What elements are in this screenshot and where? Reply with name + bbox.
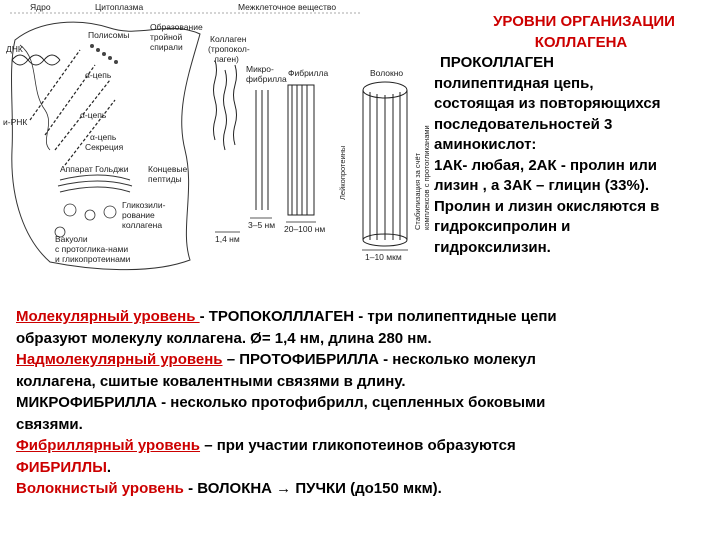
label-size-4: 1–10 мкм bbox=[365, 252, 402, 262]
svg-text:фибрилла: фибрилла bbox=[246, 74, 287, 84]
fibril bbox=[287, 84, 315, 216]
right-line: состоящая из повторяющихся bbox=[434, 95, 661, 112]
collagen-molecules bbox=[213, 59, 237, 151]
svg-text:тройной: тройной bbox=[150, 32, 183, 42]
svg-text:Вакуоли: Вакуоли bbox=[55, 234, 88, 244]
label-dna: ДНК bbox=[6, 44, 23, 54]
fibrous-level-label: Волокнистый уровень bbox=[16, 480, 184, 497]
label-secretion: Секреция bbox=[85, 142, 124, 152]
svg-text:лаген): лаген) bbox=[214, 54, 239, 64]
label-fibril: Фибрилла bbox=[288, 68, 328, 78]
label-fiber: Волокно bbox=[370, 68, 403, 78]
label-alpha-2: α-цепь bbox=[80, 110, 107, 120]
right-line: гидроксилизин. bbox=[434, 238, 551, 256]
molecular-level-text: - ТРОПОКОЛЛЛАГЕН - три полипептидные цеп… bbox=[199, 308, 557, 325]
label-size-2: 1,4 нм bbox=[215, 234, 240, 244]
collagen-synthesis-diagram: Ядро Цитоплазма Межклеточное вещество ДН… bbox=[0, 0, 432, 290]
label-nucleus: Ядро bbox=[30, 2, 51, 12]
period: . bbox=[106, 458, 112, 476]
right-line: гидроксипролин и bbox=[434, 218, 571, 235]
microfibril-line-1: МИКРОФИБРИЛЛА - несколько протофибрилл, … bbox=[16, 394, 546, 411]
label-rrna: и-РНК bbox=[3, 117, 27, 127]
fibrous-level-text: - ВОЛОКНА → ПУЧКИ (до150 мкм). bbox=[183, 480, 442, 497]
dna-helix bbox=[11, 54, 61, 66]
molecular-level-line-2: образуют молекулу коллагена. Ø= 1,4 нм, … bbox=[16, 329, 432, 347]
supramolecular-level-line-2: коллагена, сшитые ковалентными связями в… bbox=[16, 372, 406, 390]
vesicles bbox=[54, 203, 117, 238]
procollagen-heading: ПРОКОЛЛАГЕН bbox=[440, 54, 554, 71]
svg-text:и гликопротеинами: и гликопротеинами bbox=[55, 254, 131, 264]
label-alpha-1: α-цепь bbox=[85, 70, 112, 80]
svg-text:рование: рование bbox=[122, 210, 155, 220]
right-line: 1АК- любая, 2АК - пролин или bbox=[434, 156, 657, 174]
polysome-dots bbox=[90, 44, 118, 64]
supramolecular-level-line-1: Надмолекулярный уровень – ПРОТОФИБРИЛЛА … bbox=[16, 349, 716, 371]
label-leucoproteins: Лейкопротеины bbox=[338, 146, 347, 200]
fibrous-level-line: Волокнистый уровень - ВОЛОКНА → ПУЧКИ (д… bbox=[16, 478, 716, 500]
levels-description: Молекулярный уровень - ТРОПОКОЛЛЛАГЕН - … bbox=[16, 306, 716, 500]
supramolecular-level-label: Надмолекулярный уровень bbox=[16, 351, 223, 368]
svg-text:Гликозили-: Гликозили- bbox=[122, 200, 166, 210]
fibrils-word: ФИБРИЛЛЫ bbox=[16, 458, 107, 476]
right-text-column: УРОВНИ ОРГАНИЗАЦИИ КОЛЛАГЕНА ПРОКОЛЛАГЕН… bbox=[434, 12, 714, 258]
svg-text:(тропокол-: (тропокол- bbox=[208, 44, 250, 54]
right-line: аминокислот: bbox=[434, 136, 537, 153]
title-line-1: УРОВНИ ОРГАНИЗАЦИИ bbox=[493, 13, 675, 30]
supramolecular-level-text: – ПРОТОФИБРИЛЛА - несколько молекул bbox=[222, 351, 536, 368]
molecular-level-line-1: Молекулярный уровень - ТРОПОКОЛЛЛАГЕН - … bbox=[16, 306, 716, 328]
label-size-3: 20–100 нм bbox=[284, 224, 325, 234]
label-cytoplasm: Цитоплазма bbox=[95, 2, 143, 12]
microfibril-line-2: связями. bbox=[16, 415, 83, 433]
svg-text:с протоглика-нами: с протоглика-нами bbox=[55, 244, 128, 254]
golgi-apparatus bbox=[57, 174, 133, 193]
svg-text:пептиды: пептиды bbox=[148, 174, 182, 184]
svg-text:Стабилизация за счёт: Стабилизация за счёт bbox=[413, 152, 422, 230]
svg-text:Коллаген: Коллаген bbox=[210, 34, 247, 44]
mrna-strands bbox=[29, 49, 116, 166]
fibrillar-level-line-1: Фибриллярный уровень – при участии глико… bbox=[16, 435, 716, 457]
molecular-level-label: Молекулярный уровень bbox=[16, 308, 200, 325]
label-polysomes: Полисомы bbox=[88, 30, 129, 40]
label-size-1: 3–5 нм bbox=[248, 220, 275, 230]
label-triple-helix-1: Образование bbox=[150, 22, 203, 32]
dimension-markers bbox=[215, 217, 408, 251]
title-line-2: КОЛЛАГЕНА bbox=[534, 33, 628, 51]
fibrillar-level-line-2: ФИБРИЛЛЫ. bbox=[16, 457, 716, 479]
right-line: лизин , а 3АК – глицин (33%). bbox=[434, 177, 649, 194]
fiber-bundle bbox=[362, 81, 408, 247]
svg-text:Аппарат Гольджи: Аппарат Гольджи bbox=[60, 164, 129, 174]
svg-text:комплексов с протогликанами: комплексов с протогликанами bbox=[422, 125, 431, 230]
microfibril bbox=[255, 90, 269, 210]
label-intercellular: Межклеточное вещество bbox=[238, 2, 336, 12]
label-alpha-3: α-цепь bbox=[90, 132, 117, 142]
cell-outline bbox=[11, 21, 201, 271]
right-line: полипептидная цепь, bbox=[434, 74, 594, 92]
svg-text:Концевые: Концевые bbox=[148, 164, 187, 174]
right-line: последовательностей 3 bbox=[434, 115, 613, 133]
svg-text:коллагена: коллагена bbox=[122, 220, 162, 230]
right-line: Пролин и лизин окисляются в bbox=[434, 197, 660, 215]
svg-text:спирали: спирали bbox=[150, 42, 183, 52]
svg-text:Микро-: Микро- bbox=[246, 64, 274, 74]
fibrillar-level-label: Фибриллярный уровень bbox=[16, 437, 201, 454]
fibrillar-level-text: – при участии гликопотеинов образуются bbox=[200, 437, 516, 454]
